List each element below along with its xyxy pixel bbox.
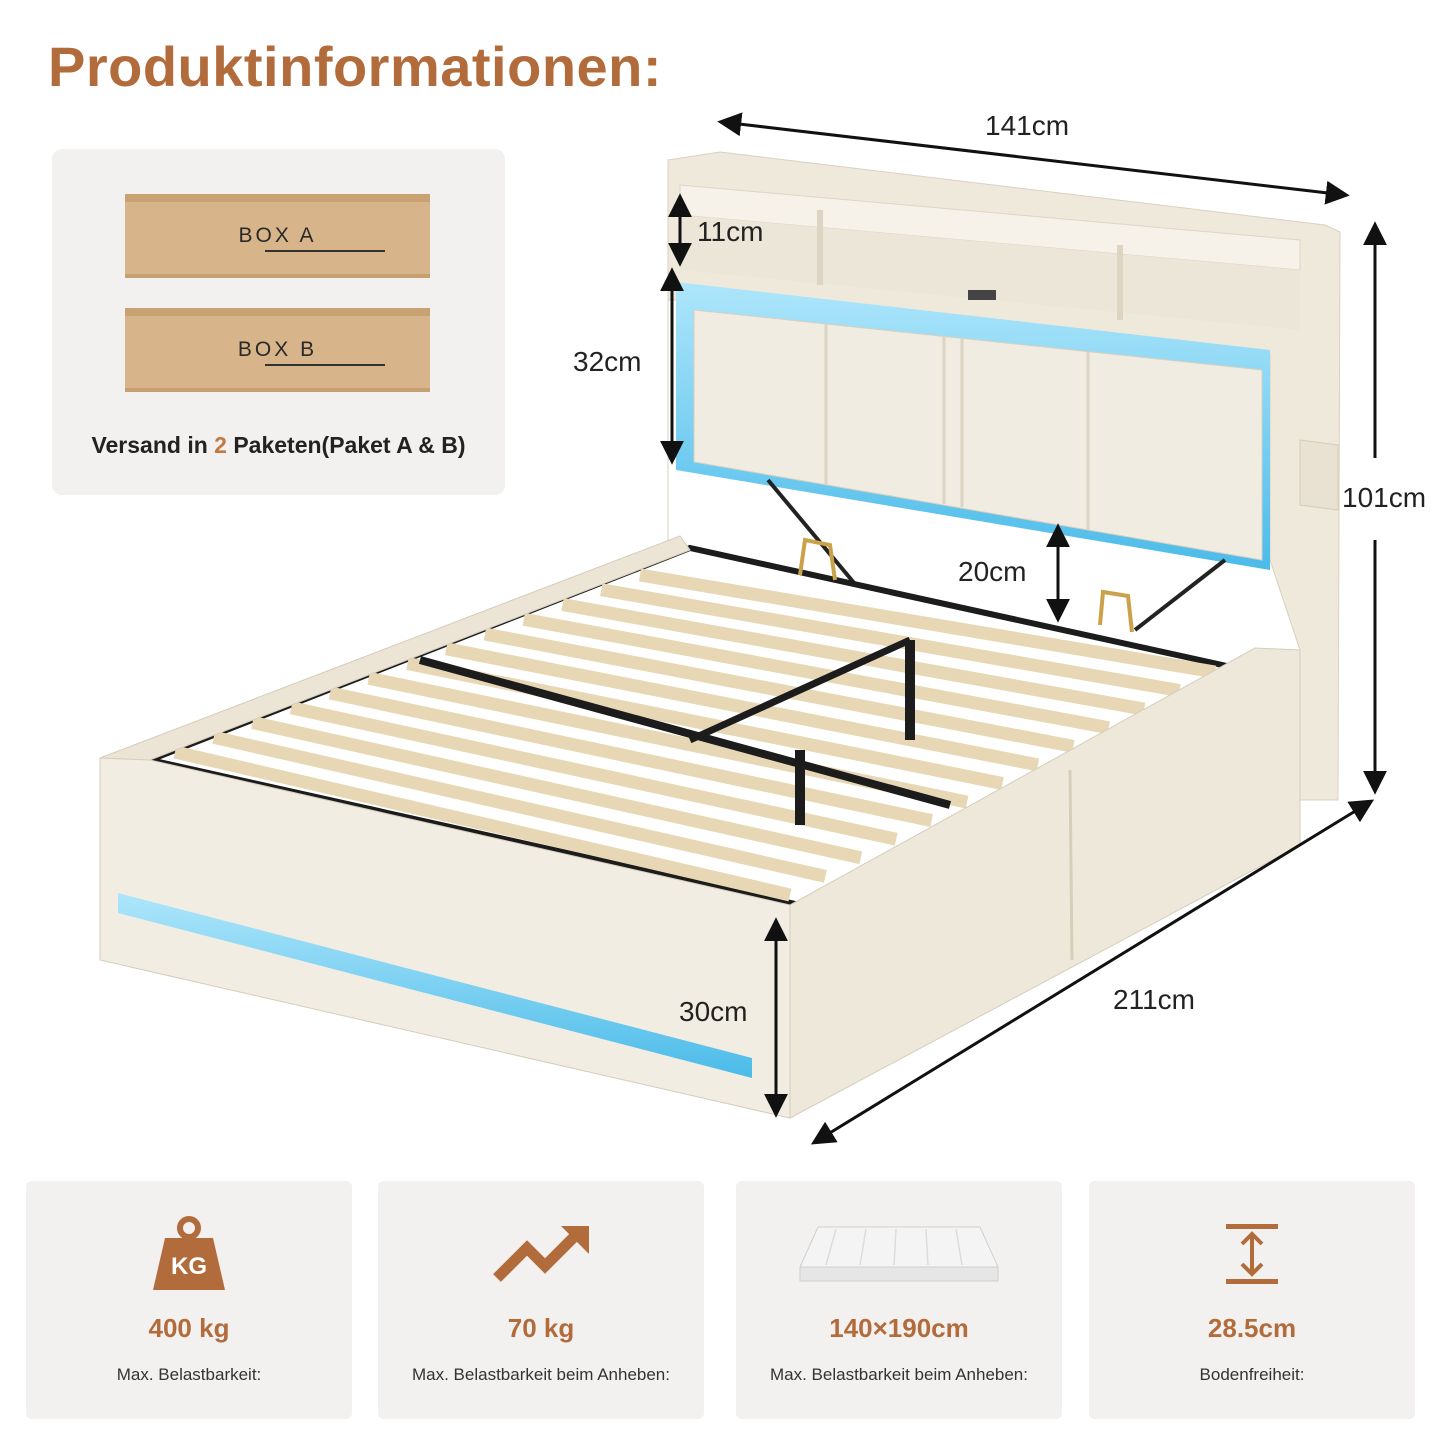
package-info-panel: BOX A BOX B Versand in 2 Paketen(Paket A…: [52, 149, 505, 495]
spec-caption: Max. Belastbarkeit:: [116, 1365, 262, 1384]
box-a-carton: BOX A: [125, 194, 430, 278]
spec-value: 28.5cm: [1207, 1313, 1297, 1343]
mattress-icon: [736, 1211, 1062, 1297]
dimension-total-height: 101cm: [1342, 482, 1427, 513]
spec-value: 400 kg: [148, 1313, 230, 1343]
box-a-label: BOX A: [125, 224, 430, 252]
spec-caption: Max. Belastbarkeit beim Anheben:: [770, 1365, 1028, 1384]
bed-slat: [173, 745, 792, 902]
dimension-headboard-height: 32cm: [573, 346, 642, 377]
bed-slat: [522, 612, 1110, 735]
weight-kg-icon: KG: [26, 1211, 352, 1297]
spec-caption: Bodenfreiheit:: [1199, 1365, 1305, 1384]
width-arrow: [717, 112, 1350, 205]
box-b-carton: BOX B: [125, 308, 430, 392]
bed-slat: [483, 627, 1075, 753]
vertical-measure-icon: [1089, 1211, 1415, 1297]
bed-slat: [600, 583, 1181, 697]
bed-slat: [638, 568, 1217, 679]
page-title: Produktinformationen:: [48, 35, 663, 98]
bed-slat: [212, 730, 827, 883]
dimension-frame-height: 30cm: [679, 996, 748, 1027]
bed-slats: [173, 568, 1217, 902]
bed-slat: [251, 716, 863, 865]
bed-slat: [328, 686, 934, 828]
dimension-width: 141cm: [985, 110, 1070, 141]
spec-card-lift-load: 70 kg Max. Belastbarkeit beim Anheben:: [378, 1181, 704, 1419]
bed-slat: [444, 642, 1040, 772]
shipping-note: Versand in 2 Paketen(Paket A & B): [91, 432, 466, 458]
spec-caption: Max. Belastbarkeit beim Anheben:: [412, 1365, 670, 1384]
bed-slat: [561, 598, 1146, 716]
dimension-length: 211cm: [1113, 984, 1195, 1015]
trend-up-arrow-icon: [378, 1211, 704, 1297]
spec-card-max-load: KG 400 kg Max. Belastbarkeit:: [26, 1181, 352, 1419]
dimension-lift-gap: 20cm: [958, 556, 1027, 587]
spec-card-ground-clearance: 28.5cm Bodenfreiheit:: [1089, 1181, 1415, 1419]
length-arrow: [810, 799, 1375, 1145]
dimension-shelf-height: 11cm: [697, 216, 764, 247]
box-b-label: BOX B: [125, 338, 430, 366]
spec-card-mattress-size: 140×190cm Max. Belastbarkeit beim Anhebe…: [736, 1181, 1062, 1419]
bed-illustration: [99, 112, 1387, 1145]
headboard-cushion: [693, 309, 1263, 561]
package-count: 2: [214, 432, 227, 458]
footboard-led: [118, 893, 752, 1078]
spec-value: 70 kg: [507, 1313, 575, 1343]
spec-value: 140×190cm: [829, 1313, 969, 1343]
svg-text:KG: KG: [171, 1253, 207, 1280]
